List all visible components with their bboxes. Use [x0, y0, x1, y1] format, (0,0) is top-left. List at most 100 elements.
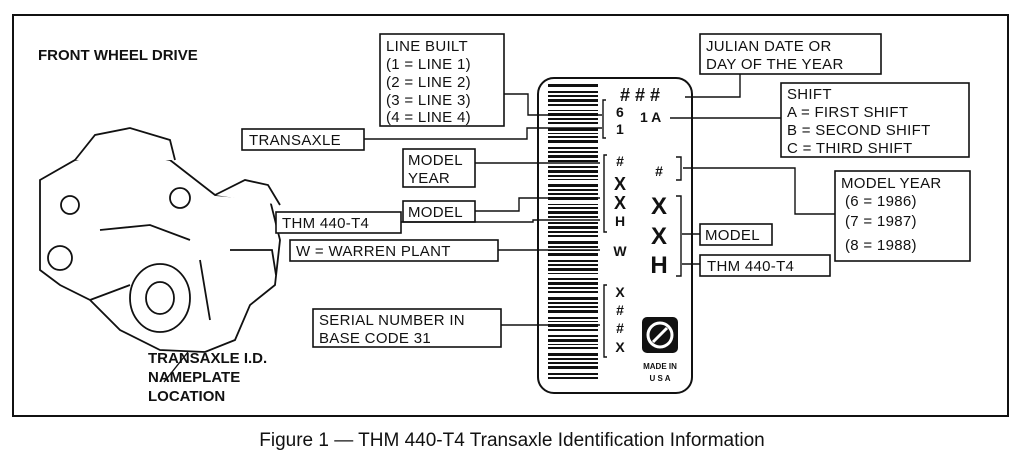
model-year-leader: [683, 167, 835, 215]
transaxle-illustration: [39, 127, 281, 353]
barcode-stripe: [548, 278, 598, 280]
barcode-stripe: [548, 241, 598, 244]
header-label: FRONT WHEEL DRIVE: [38, 47, 198, 64]
barcode-stripe: [548, 91, 598, 93]
barcode-stripe: [548, 110, 598, 111]
barcode-stripe: [548, 366, 598, 369]
barcode-stripe: [548, 373, 598, 375]
barcode-stripe: [548, 204, 598, 205]
serial-line-1: SERIAL NUMBER IN: [319, 312, 465, 329]
plate-right-char: #: [655, 163, 663, 179]
plate-bracket-serial: [603, 284, 607, 358]
barcode-stripe: [548, 151, 598, 153]
barcode-stripe: [548, 99, 598, 102]
plate-bracket-model-right: [676, 195, 682, 277]
julian-line-1: JULIAN DATE OR: [706, 38, 832, 55]
barcode-stripe: [548, 302, 598, 304]
barcode-stripe: [548, 282, 598, 285]
barcode-stripe: [548, 147, 598, 149]
line-built-item: (2 = LINE 2): [386, 74, 471, 91]
shift-title: SHIFT: [787, 86, 832, 103]
plate-left-char: #: [616, 302, 624, 318]
barcode-stripe: [548, 353, 598, 356]
line-built-item: (4 = LINE 4): [386, 109, 471, 126]
barcode-stripe: [548, 377, 598, 379]
nameplate-location-note: TRANSAXLE I.D. NAMEPLATE LOCATION: [148, 350, 267, 405]
barcode-stripe: [548, 321, 598, 322]
model-left-label: MODEL: [408, 204, 463, 221]
barcode-stripe: [548, 306, 598, 308]
plate-bracket-line: [602, 99, 606, 139]
plate-bracket-model: [603, 154, 607, 233]
julian-line-2: DAY OF THE YEAR: [706, 56, 844, 73]
barcode-stripe: [548, 347, 598, 349]
model-year-item: (8 = 1988): [845, 237, 917, 254]
warren-label: W = WARREN PLANT: [296, 243, 451, 260]
line-built-item: (1 = LINE 1): [386, 56, 471, 73]
barcode-stripe: [548, 128, 598, 131]
serial-box: [312, 308, 502, 348]
barcode-stripe: [548, 136, 598, 138]
barcode-stripe: [548, 260, 598, 262]
shift-item: C = THIRD SHIFT: [787, 140, 912, 157]
plate-left-char: #: [616, 153, 624, 169]
barcode-stripe: [548, 226, 598, 229]
shift-item: B = SECOND SHIFT: [787, 122, 931, 139]
barcode-stripe: [548, 207, 598, 209]
line-built-leader: [504, 93, 602, 116]
julian-box: [699, 33, 882, 75]
barcode-stripe: [548, 216, 598, 218]
plate-bracket-year: [676, 156, 682, 181]
shift-box: [780, 82, 970, 158]
plate-left-column: # X X H W X # # X: [613, 153, 627, 355]
barcode-stripe: [548, 297, 598, 300]
line-built-title: LINE BUILT: [386, 38, 468, 55]
barcode-stripe: [548, 184, 598, 187]
barcode-stripe: [548, 235, 598, 237]
plate-julian-code: # # #: [620, 85, 660, 105]
barcode-stripe: [548, 140, 598, 143]
nameplate-line-3: LOCATION: [148, 388, 225, 405]
plate-left-char: X: [614, 193, 626, 213]
plate-left-char: X: [615, 339, 625, 355]
barcode-stripe: [548, 211, 598, 214]
barcode-stripe: [548, 189, 598, 191]
model-year-left-line-1: MODEL: [408, 152, 463, 169]
outer-frame: [12, 14, 1009, 417]
barcode-stripe: [548, 246, 598, 248]
barcode-stripe: [548, 335, 598, 337]
barcode-stripe: [548, 160, 598, 162]
transaxle-label: TRANSAXLE: [249, 132, 341, 149]
plate-left-char: X: [614, 174, 626, 194]
barcode-stripe: [548, 231, 598, 233]
barcode-stripe: [548, 358, 598, 360]
barcode-stripe: [548, 339, 598, 342]
shift-item: A = FIRST SHIFT: [787, 104, 908, 121]
plate-left-char: X: [615, 284, 625, 300]
barcode-stripe: [548, 344, 598, 345]
julian-leader: [685, 74, 741, 98]
barcode-stripe: [548, 273, 598, 274]
nameplate-line-2: NAMEPLATE: [148, 369, 240, 386]
model-year-item: (6 = 1986): [845, 193, 917, 210]
line-built-item: (3 = LINE 3): [386, 92, 471, 109]
barcode-stripe: [548, 170, 598, 173]
barcode-stripe: [548, 155, 598, 158]
model-year-title: MODEL YEAR: [841, 175, 942, 192]
plate-right-char: X: [651, 223, 667, 250]
barcode-stripe: [548, 193, 598, 195]
thm-left-label: THM 440-T4: [282, 215, 369, 232]
thm-left-leader: [401, 219, 600, 223]
barcode-stripe: [548, 175, 598, 177]
barcode-stripe: [548, 287, 598, 289]
barcode-stripe: [548, 310, 598, 313]
model-year-item: (7 = 1987): [845, 213, 917, 230]
barcode-stripe: [548, 104, 598, 106]
barcode-stripe: [548, 264, 598, 266]
model-year-left-box: [402, 148, 476, 188]
barcode-stripe: [548, 179, 598, 180]
barcode-stripe: [548, 166, 598, 168]
plate-shift-code: 1 A: [640, 109, 661, 125]
model-year-left-line-2: YEAR: [408, 170, 450, 187]
made-in-country: U S A: [649, 374, 670, 383]
